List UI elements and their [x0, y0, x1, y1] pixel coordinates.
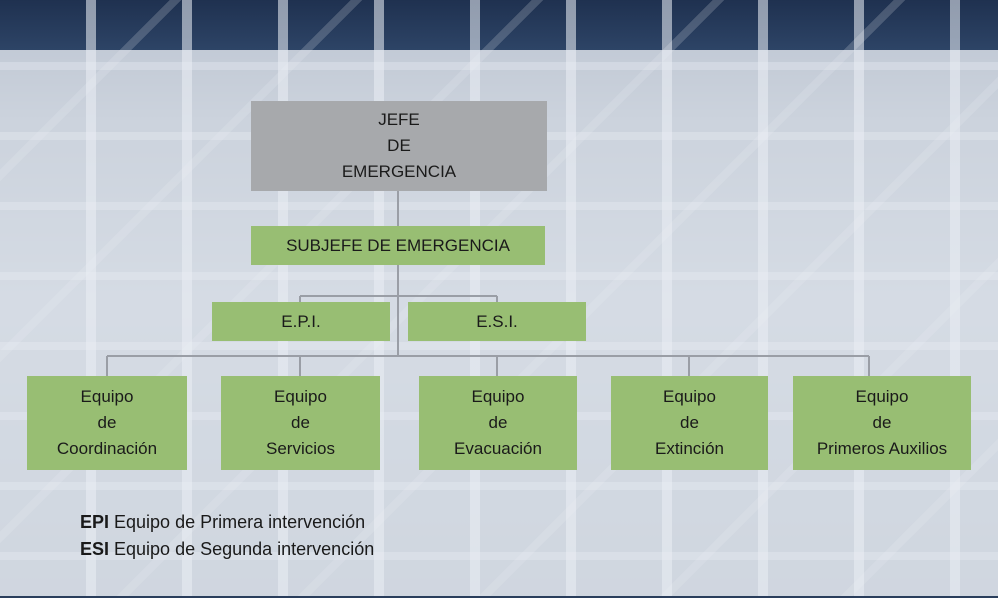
node-jefe-emergencia: JEFE DE EMERGENCIA	[251, 101, 547, 191]
node-team-label: Equipo de Primeros Auxilios	[816, 387, 948, 458]
legend-text: Equipo de Primera intervención	[109, 512, 366, 532]
node-team-primeros-auxilios: Equipo de Primeros Auxilios	[793, 376, 971, 470]
legend-text: Equipo de Segunda intervención	[109, 539, 375, 559]
node-team-coordinacion: Equipo de Coordinación	[27, 376, 187, 470]
legend-item: ESI Equipo de Segunda intervención	[80, 536, 374, 563]
node-team-extincion: Equipo de Extinción	[611, 376, 768, 470]
node-epi: E.P.I.	[212, 302, 390, 341]
node-team-label: Equipo de Extinción	[655, 387, 724, 458]
node-team-label: Equipo de Servicios	[266, 387, 335, 458]
legend: EPI Equipo de Primera intervención ESI E…	[80, 509, 374, 563]
node-esi: E.S.I.	[408, 302, 586, 341]
legend-item: EPI Equipo de Primera intervención	[80, 509, 374, 536]
node-team-label: Equipo de Coordinación	[56, 387, 158, 458]
node-subjefe-emergencia: SUBJEFE DE EMERGENCIA	[251, 226, 545, 265]
node-esi-label: E.S.I.	[476, 311, 518, 331]
node-subjefe-label: SUBJEFE DE EMERGENCIA	[286, 235, 510, 255]
legend-abbr: EPI	[80, 512, 110, 532]
node-team-servicios: Equipo de Servicios	[221, 376, 380, 470]
node-team-label: Equipo de Evacuación	[454, 387, 542, 458]
node-jefe-label: JEFE DE EMERGENCIA	[341, 110, 457, 181]
node-epi-label: E.P.I.	[281, 311, 321, 331]
node-team-evacuacion: Equipo de Evacuación	[419, 376, 577, 470]
bottom-bar	[0, 596, 998, 598]
legend-abbr: ESI	[80, 539, 110, 559]
